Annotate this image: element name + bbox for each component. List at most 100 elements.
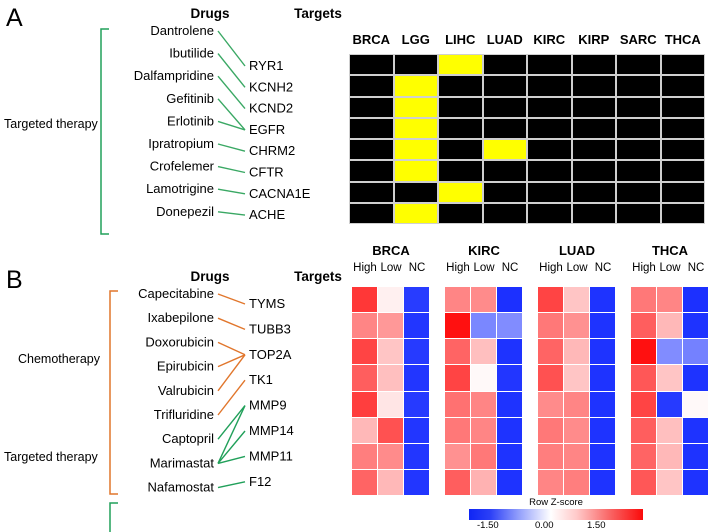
heatmap-cell <box>439 55 482 75</box>
heatmap-cell <box>617 182 660 202</box>
heatmap-group-header: KIRC <box>468 243 500 258</box>
heatmap-subcolumn-header: Low <box>473 262 495 274</box>
heatmap-cell <box>394 55 437 75</box>
target-label: MMP9 <box>249 398 287 413</box>
heatmap-cell <box>439 203 482 223</box>
heatmap-cell <box>631 391 656 417</box>
heatmap-cell <box>404 443 429 469</box>
drug-label: Dalfampridine <box>134 68 214 83</box>
heatmap-cell <box>394 140 437 160</box>
heatmap-cell <box>617 161 660 181</box>
target-label: EGFR <box>249 122 285 137</box>
heatmap-column-header: THCA <box>664 32 701 47</box>
heatmap-cell <box>445 313 470 339</box>
drug-label: Ixabepilone <box>148 310 215 325</box>
target-label: TUBB3 <box>249 321 291 336</box>
heatmap-cell <box>538 365 563 391</box>
heatmap-cell <box>631 443 656 469</box>
heatmap-cell <box>394 182 437 202</box>
heatmap-cell <box>683 391 708 417</box>
heatmap-cell <box>564 287 589 313</box>
heatmap-cell <box>528 76 571 96</box>
heatmap-cell <box>538 417 563 443</box>
heatmap-cell <box>590 443 615 469</box>
heatmap-cell <box>661 182 704 202</box>
legend-tick-low: -1.50 <box>477 520 499 531</box>
heatmap-cell <box>572 203 615 223</box>
drug-target-edge <box>217 405 246 440</box>
drug-label: Valrubicin <box>158 383 214 398</box>
heatmap-cell <box>404 287 429 313</box>
heatmap-cell <box>683 287 708 313</box>
heatmap-cell <box>528 118 571 138</box>
heatmap-cell <box>631 417 656 443</box>
heatmap-cell <box>352 287 377 313</box>
heatmap-cell <box>471 417 496 443</box>
heatmap-subcolumn-header: NC <box>408 262 426 274</box>
heatmap-cell <box>404 313 429 339</box>
heatmap-cell <box>352 417 377 443</box>
heatmap-cell <box>352 365 377 391</box>
heatmap-cell <box>683 469 708 495</box>
drug-target-edge <box>217 293 246 305</box>
heatmap-cell <box>564 339 589 365</box>
heatmap-cell <box>590 417 615 443</box>
heatmap-cell <box>590 391 615 417</box>
legend-tick-mid: 0.00 <box>535 520 554 531</box>
heatmap-column-header: KIRC <box>533 32 566 47</box>
drug-label: Epirubicin <box>157 359 214 374</box>
heatmap-column-header: LUAD <box>486 32 523 47</box>
drug-target-edge <box>217 354 246 392</box>
heatmap-cell <box>445 469 470 495</box>
heatmap-cell <box>538 443 563 469</box>
heatmap-cell <box>350 161 393 181</box>
heatmap-cell <box>497 365 522 391</box>
heatmap-cell <box>350 182 393 202</box>
category-bracket <box>109 290 118 495</box>
heatmap-cell <box>683 417 708 443</box>
panel-a-targets-header: Targets <box>294 6 342 21</box>
drug-label: Ibutilide <box>169 46 214 61</box>
target-label: CFTR <box>249 165 284 180</box>
heatmap-cell <box>631 365 656 391</box>
heatmap-cell <box>471 313 496 339</box>
drug-target-edge <box>217 430 246 464</box>
heatmap-cell <box>445 339 470 365</box>
drug-target-edge <box>217 455 246 465</box>
heatmap-subcolumn-header: Low <box>566 262 588 274</box>
heatmap-cell <box>404 469 429 495</box>
heatmap-cell <box>378 469 403 495</box>
heatmap-cell <box>378 313 403 339</box>
heatmap-cell <box>572 97 615 117</box>
legend-title: Row Z-score <box>529 497 583 508</box>
heatmap-cell <box>471 287 496 313</box>
heatmap-cell <box>528 161 571 181</box>
heatmap-cell <box>471 339 496 365</box>
heatmap-cell <box>352 339 377 365</box>
heatmap-cell <box>497 443 522 469</box>
heatmap-cell <box>378 287 403 313</box>
heatmap-cell <box>352 391 377 417</box>
heatmap-cell <box>439 76 482 96</box>
drug-target-edge <box>217 98 246 131</box>
heatmap-cell <box>631 469 656 495</box>
heatmap-cell <box>657 313 682 339</box>
heatmap-cell <box>657 417 682 443</box>
drug-target-edge <box>217 317 246 331</box>
target-label: RYR1 <box>249 58 283 73</box>
drug-target-edge <box>217 405 246 464</box>
heatmap-cell <box>564 391 589 417</box>
heatmap-cell <box>538 469 563 495</box>
drug-target-edge <box>217 354 246 368</box>
heatmap-cell <box>528 97 571 117</box>
heatmap-cell <box>572 76 615 96</box>
drug-target-edge <box>217 211 246 216</box>
heatmap-cell <box>590 339 615 365</box>
legend-gradient-bar <box>469 509 643 520</box>
panel-b-category-targeted-therapy: Targeted therapy <box>4 450 98 464</box>
heatmap-cell <box>661 140 704 160</box>
target-label: TOP2A <box>249 347 292 362</box>
heatmap-cell <box>394 161 437 181</box>
heatmap-subcolumn-header: NC <box>594 262 612 274</box>
heatmap-cell <box>445 443 470 469</box>
